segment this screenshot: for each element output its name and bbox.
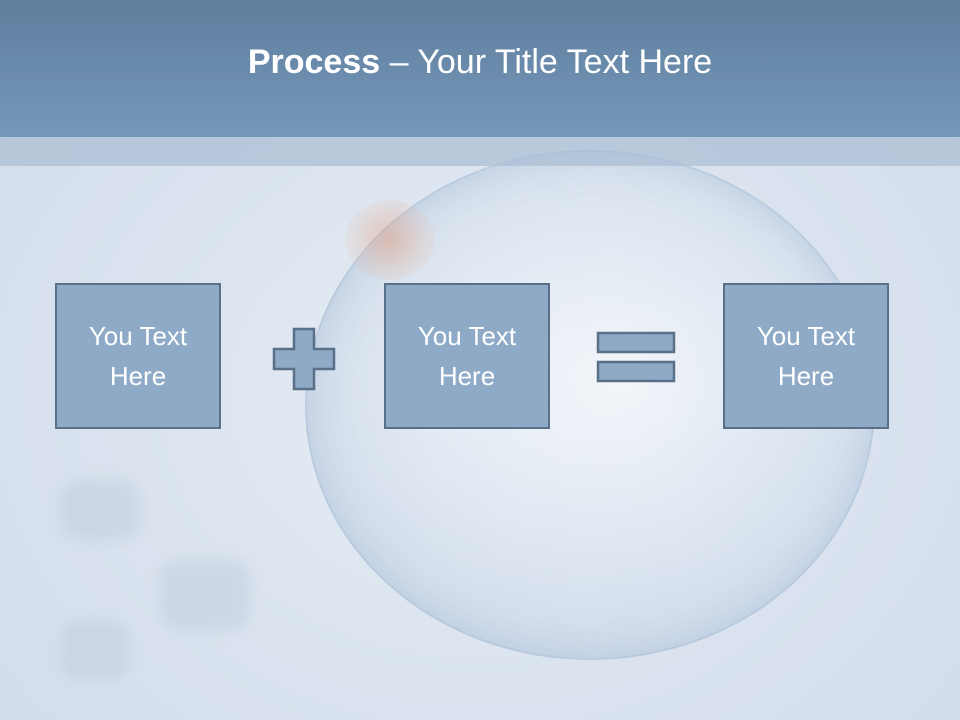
equals-icon[interactable] <box>596 331 678 385</box>
text-box-2-line1: You Text <box>417 321 517 351</box>
text-box-3[interactable]: You Text Here <box>723 283 889 429</box>
text-box-1[interactable]: You Text Here <box>55 283 221 429</box>
slide-title-bold: Process <box>247 43 381 81</box>
background-blur-shape <box>60 480 140 540</box>
slide-title[interactable]: Process – Your Title Text Here <box>248 43 712 82</box>
title-strip <box>0 137 960 166</box>
background-glow <box>345 200 435 280</box>
text-box-2-line2: Here <box>438 361 496 391</box>
plus-icon[interactable] <box>272 327 336 391</box>
slide-title-rest: – Your Title Text Here <box>380 43 713 81</box>
text-box-3-content: You Text Here <box>741 316 871 396</box>
background-blur-shape <box>60 620 130 680</box>
text-box-1-content: You Text Here <box>73 316 203 396</box>
text-box-1-line2: Here <box>109 361 167 391</box>
text-box-3-line1: You Text <box>756 321 856 351</box>
text-box-1-line1: You Text <box>88 321 188 351</box>
background-blur-shape <box>160 560 250 630</box>
text-box-2[interactable]: You Text Here <box>384 283 550 429</box>
title-bar: Process – Your Title Text Here <box>0 0 960 137</box>
text-box-2-content: You Text Here <box>402 316 532 396</box>
text-box-3-line2: Here <box>777 361 835 391</box>
